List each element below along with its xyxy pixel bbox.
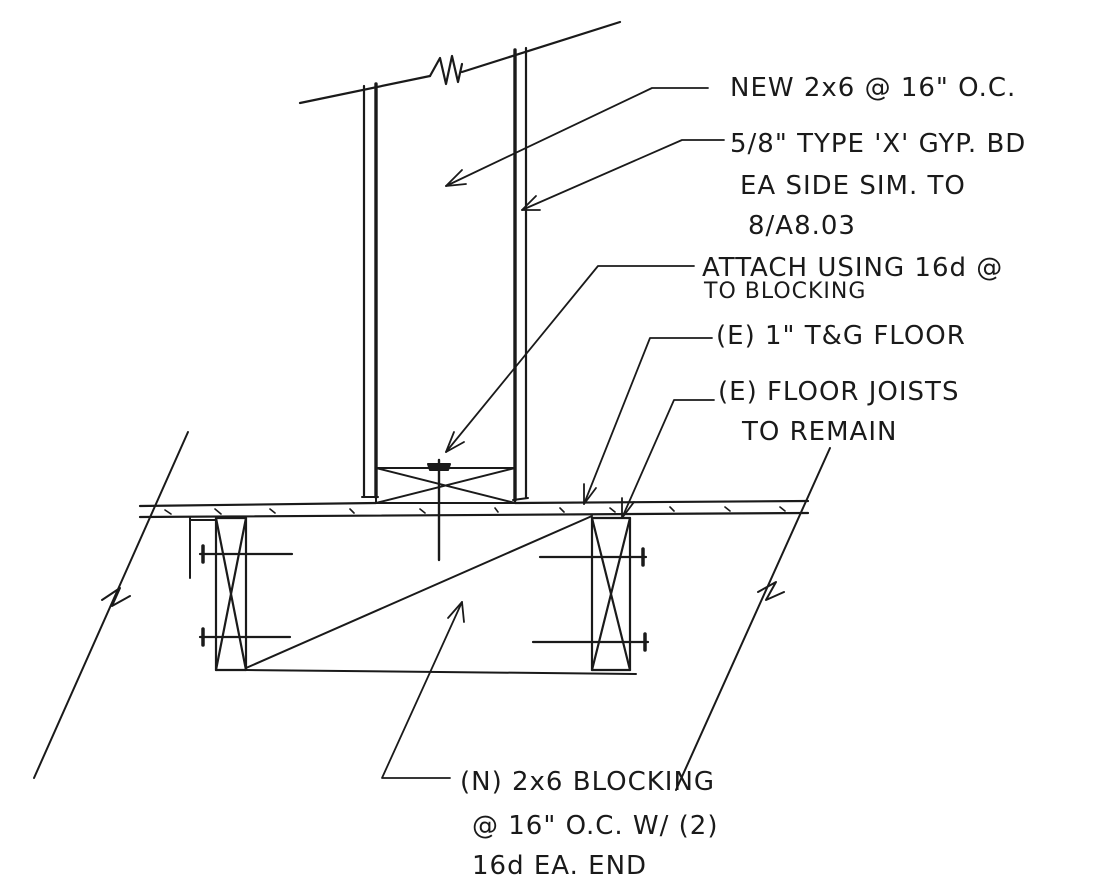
note-gyp-line3: 8/A8.03: [748, 211, 856, 241]
note-gyp-line1: 5/8" TYPE 'X' GYP. BD: [730, 129, 1026, 159]
existing-joist-left: [198, 516, 294, 672]
note-floor: (E) 1" T&G FLOOR: [716, 321, 966, 351]
joist-break-line-right: [675, 447, 831, 791]
notes: NEW 2x6 @ 16" O.C. 5/8" TYPE 'X' GYP. BD…: [460, 73, 1026, 881]
leader-gyp: [521, 139, 725, 211]
bottom-plate: [375, 458, 516, 562]
leader-floor: [583, 337, 713, 505]
note-gyp-line2: EA SIDE SIM. TO: [740, 171, 966, 201]
note-blocking-line3: 16d EA. END: [472, 851, 647, 881]
leader-stud: [445, 87, 709, 187]
note-blocking-line1: (N) 2x6 BLOCKING: [460, 767, 715, 797]
note-attach-line1: ATTACH USING 16d @: [702, 253, 1003, 283]
stud-wall: [361, 46, 529, 502]
leader-attach: [445, 265, 695, 453]
note-attach-line2: TO BLOCKING: [703, 279, 866, 304]
new-blocking: [189, 515, 637, 675]
note-joists-line1: (E) FLOOR JOISTS: [718, 377, 959, 407]
leader-joists: [621, 399, 715, 519]
wall-break-line: [298, 20, 622, 105]
joist-break-line-left: [33, 431, 189, 779]
blocking-diagonal: [245, 515, 593, 669]
existing-floor: [138, 499, 810, 519]
leader-blocking: [381, 601, 463, 779]
leader-lines: [381, 87, 725, 779]
note-stud: NEW 2x6 @ 16" O.C.: [730, 73, 1016, 103]
existing-joist-right: [531, 516, 650, 672]
note-blocking-line2: @ 16" O.C. W/ (2): [472, 811, 719, 841]
note-joists-line2: TO REMAIN: [741, 417, 897, 447]
